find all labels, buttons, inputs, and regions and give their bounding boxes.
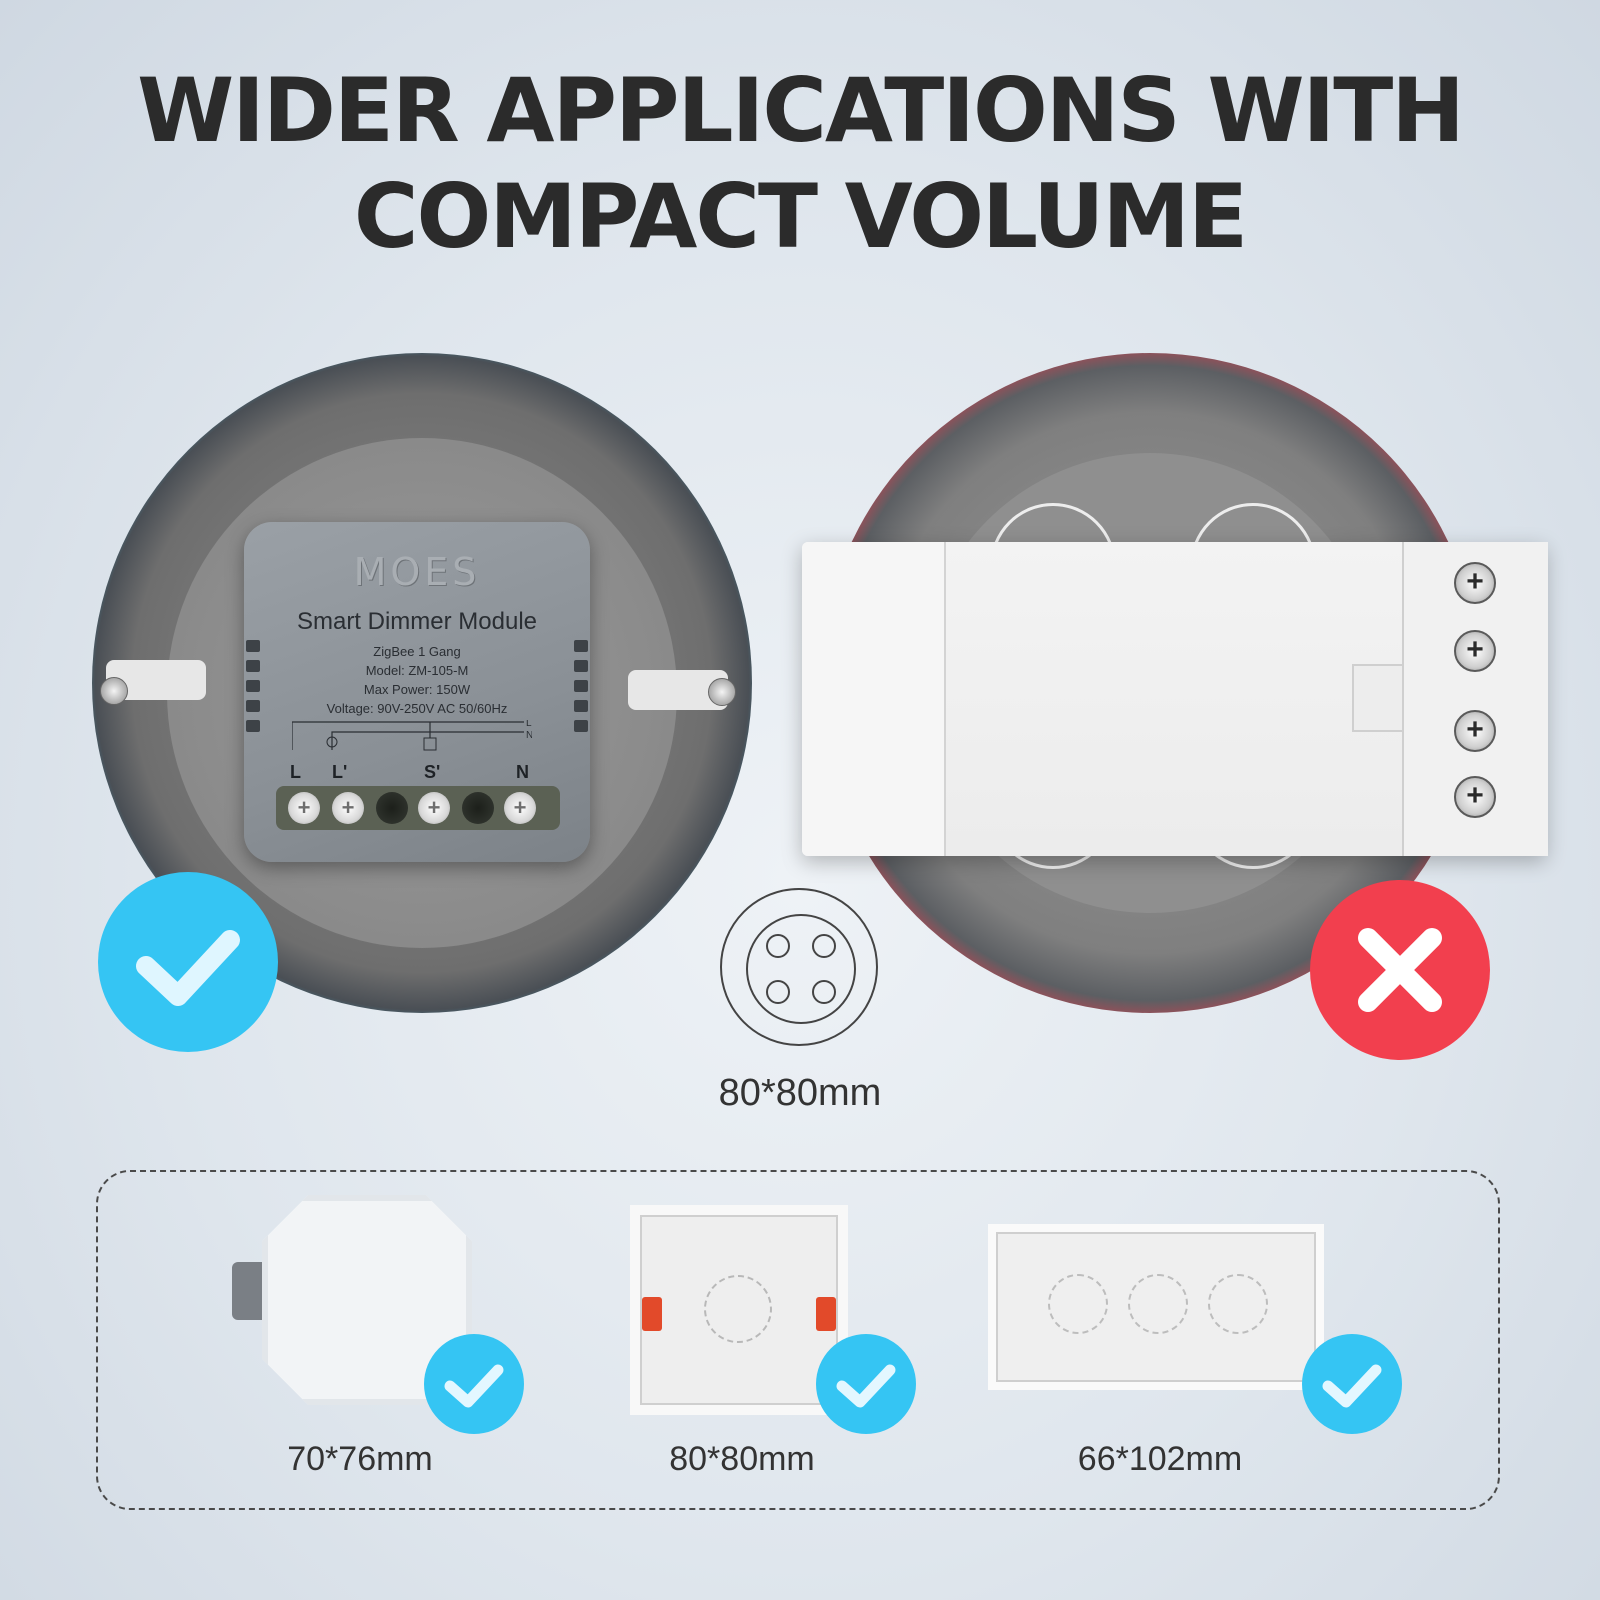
vent-slot xyxy=(246,700,260,712)
hole xyxy=(766,934,790,958)
vent-slot xyxy=(574,640,588,652)
checkmark-icon xyxy=(98,872,278,1052)
checkmark-icon xyxy=(424,1334,524,1434)
wall-box-outline-icon xyxy=(720,888,878,1046)
headline-line-1: WIDER APPLICATIONS WITH xyxy=(137,59,1465,162)
smart-dimmer-module: MOES Smart Dimmer Module ZigBee 1 Gang M… xyxy=(244,522,590,862)
terminal-label: L xyxy=(290,762,301,782)
compatible-boxes-panel xyxy=(96,1170,1500,1510)
module-spec: Voltage: 90V-250V AC 50/60Hz xyxy=(326,701,508,716)
wall-box-outline-inner xyxy=(746,914,856,1024)
screw-icon xyxy=(100,677,128,705)
screw-icon xyxy=(708,678,736,706)
brand-logo: MOES xyxy=(353,550,481,594)
box-end-cap xyxy=(802,542,946,856)
wiring-diagram: L N xyxy=(292,720,532,751)
square-wall-box xyxy=(630,1205,848,1415)
terminal-label: N xyxy=(516,762,529,782)
knockout-ring xyxy=(1128,1274,1188,1334)
box-size-label: 66*102mm xyxy=(1077,1440,1243,1478)
wall-box-size-label: 80*80mm xyxy=(718,1072,882,1114)
vent-slot xyxy=(246,660,260,672)
wiring-label-n: N xyxy=(526,730,532,741)
vent-slot xyxy=(574,660,588,672)
terminal-label: L' xyxy=(332,762,348,782)
vent-slot xyxy=(574,700,588,712)
mounting-clip xyxy=(816,1297,836,1331)
headline-line-2: COMPACT VOLUME xyxy=(353,165,1248,268)
vent-slot xyxy=(246,680,260,692)
hole xyxy=(812,934,836,958)
knockout-ring xyxy=(704,1275,772,1343)
screw-icon: + xyxy=(1454,710,1496,752)
vent-slot xyxy=(246,640,260,652)
terminal-block: + + + + xyxy=(276,786,560,830)
screw-icon: + xyxy=(1454,776,1496,818)
headline: WIDER APPLICATIONS WITH COMPACT VOLUME xyxy=(0,58,1600,270)
terminal-screw-icon: + xyxy=(288,792,320,824)
terminal-screw-icon: + xyxy=(418,792,450,824)
module-spec: Max Power: 150W xyxy=(363,682,471,697)
terminal-screw-icon: + xyxy=(504,792,536,824)
module-spec: ZigBee 1 Gang xyxy=(373,644,461,659)
box-terminal-cover: + + + + xyxy=(1402,542,1548,856)
module-title: Smart Dimmer Module xyxy=(296,608,538,635)
large-module-box: + + + + xyxy=(802,542,1548,856)
vent-slot xyxy=(574,720,588,732)
box-size-label: 70*76mm xyxy=(287,1440,433,1478)
knockout-ring xyxy=(1048,1274,1108,1334)
box-notch xyxy=(1352,664,1404,732)
rectangular-wall-box xyxy=(988,1224,1324,1390)
vent-slot xyxy=(574,680,588,692)
module-spec: Model: ZM-105-M xyxy=(365,663,469,678)
terminal-screw-icon: + xyxy=(332,792,364,824)
vent-slot xyxy=(246,720,260,732)
checkmark-icon xyxy=(816,1334,916,1434)
mounting-clip xyxy=(642,1297,662,1331)
terminal-hole xyxy=(462,792,494,824)
terminal-label: S' xyxy=(424,762,441,782)
screw-icon: + xyxy=(1454,630,1496,672)
wiring-label-l: L xyxy=(526,720,532,729)
checkmark-icon xyxy=(1302,1334,1402,1434)
hole xyxy=(812,980,836,1004)
cross-icon xyxy=(1310,880,1490,1060)
terminal-hole xyxy=(376,792,408,824)
hole xyxy=(766,980,790,1004)
box-size-label: 80*80mm xyxy=(669,1440,815,1478)
screw-icon: + xyxy=(1454,562,1496,604)
knockout-ring xyxy=(1208,1274,1268,1334)
